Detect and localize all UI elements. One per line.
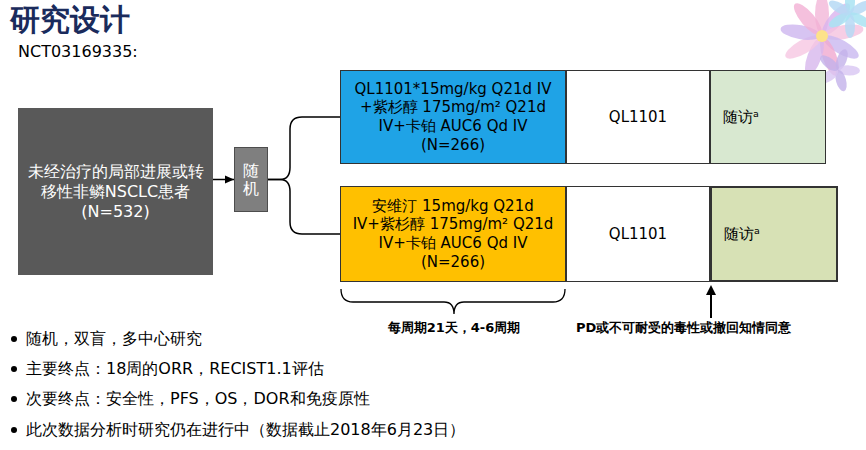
box-text: 随访ᵃ: [724, 225, 760, 244]
maintenance-box: QL1101: [566, 70, 710, 164]
petal: [827, 0, 853, 18]
bullet-dot: [11, 366, 17, 372]
stop-arrowhead: [706, 285, 716, 295]
bullet-text: 主要终点：18周的ORR，RECIST1.1评估: [26, 359, 324, 378]
follow-up-box: 随访ᵃ: [710, 186, 838, 282]
box-text: 安维汀 15mg/kg Q21d IV+紫杉醇 175mg/m² Q21d IV…: [349, 197, 557, 272]
box-text: 随机: [243, 162, 259, 197]
split-bracket: [268, 180, 340, 235]
treatment-arm-box: QL1101*15mg/kg Q21d IV +紫杉醇 175mg/m² Q21…: [340, 70, 566, 164]
box-text: (N=532): [81, 202, 149, 222]
arrow-connector: [213, 179, 234, 181]
box-text: 未经治疗的局部进展或转移性非鳞NSCLC患者: [26, 162, 205, 202]
population-box: 未经治疗的局部进展或转移性非鳞NSCLC患者(N=532): [18, 108, 213, 275]
randomization-box: 随机: [234, 147, 268, 212]
box-text: QL1101: [609, 108, 667, 127]
bullet-text: 随机，双盲，多中心研究: [26, 329, 202, 348]
cycle-note: 每周期21天，4-6周期: [345, 320, 563, 336]
bullet-dot: [11, 396, 17, 402]
bullet-text: 次要终点：安全性，PFS，OS，DOR和免疫原性: [26, 389, 370, 408]
bullet-dot: [11, 336, 17, 342]
flower: [827, 0, 866, 38]
box-text: 随访ᵃ: [723, 108, 759, 127]
bullet-text: 此次数据分析时研究仍在进行中（数据截止2018年6月23日）: [26, 420, 465, 439]
treatment-arm-box: 安维汀 15mg/kg Q21d IV+紫杉醇 175mg/m² Q21d IV…: [340, 186, 566, 282]
stop-condition-note: PD或不可耐受的毒性或撤回知情同意: [576, 320, 791, 336]
maintenance-box: QL1101: [566, 186, 710, 282]
split-bracket: [268, 117, 340, 180]
follow-up-box: 随访ᵃ: [710, 70, 826, 164]
cycle-bracket: [341, 289, 565, 314]
slide-title: 研究设计: [10, 0, 130, 41]
trial-id: NCT03169335:: [18, 42, 138, 61]
flower-center: [816, 30, 828, 42]
bullet-dot: [11, 427, 17, 433]
box-text: QL1101: [609, 225, 667, 244]
box-text: QL1101*15mg/kg Q21d IV +紫杉醇 175mg/m² Q21…: [349, 80, 557, 155]
stop-arrow: [710, 293, 712, 318]
